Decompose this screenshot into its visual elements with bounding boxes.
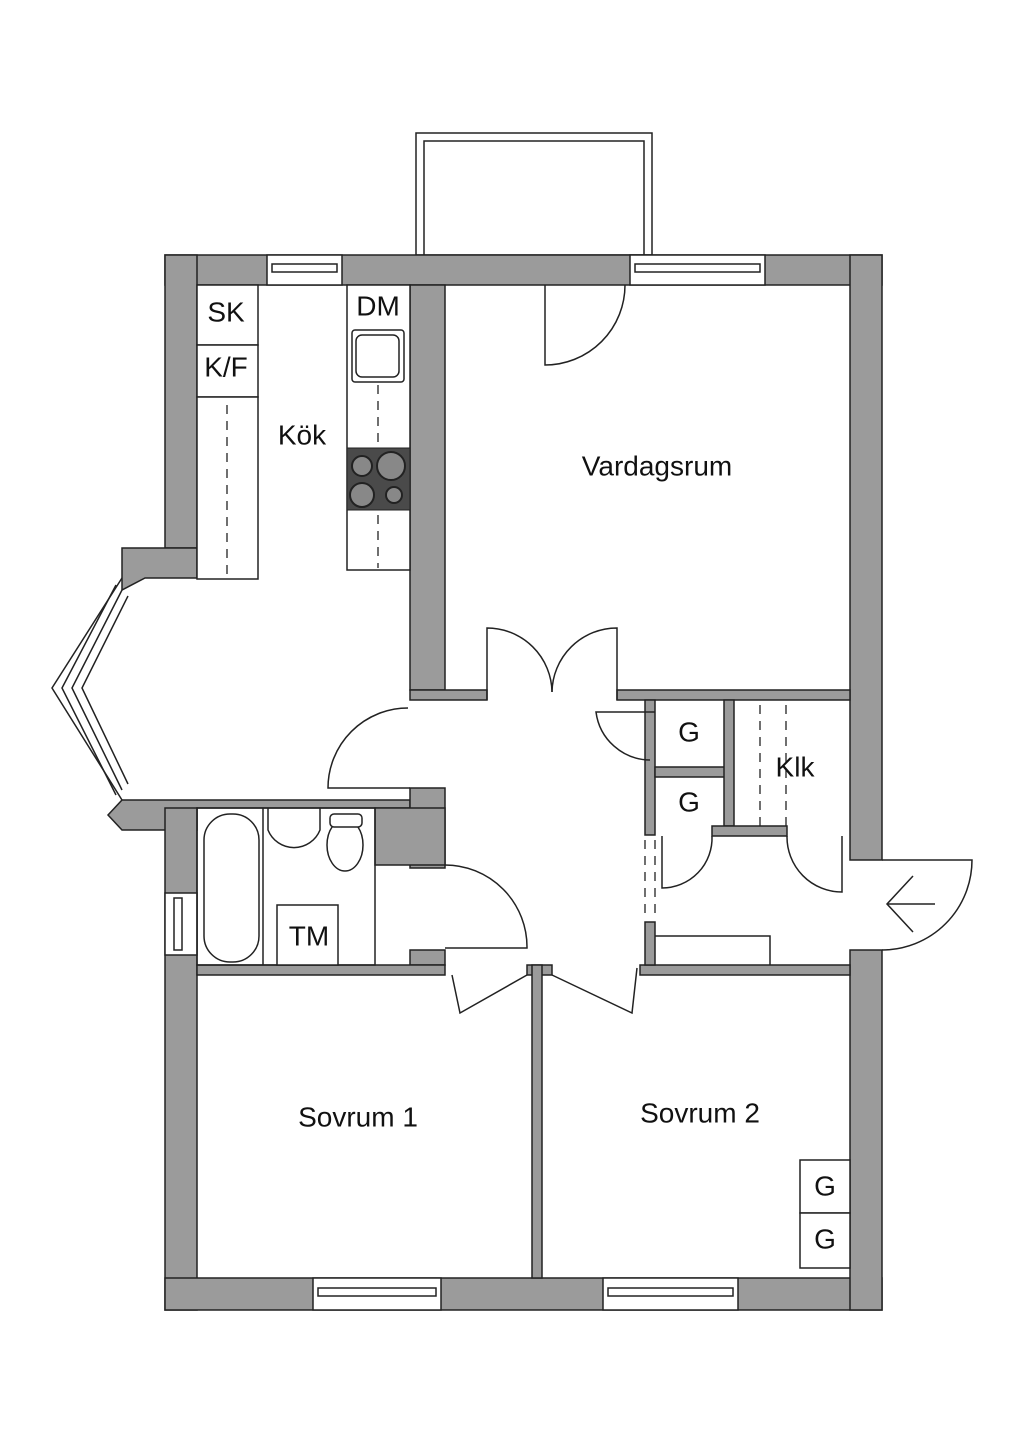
label-wardrobe-hall-2: G	[678, 786, 700, 817]
arrow-left-icon	[885, 875, 935, 933]
bathroom-fixtures	[196, 807, 376, 966]
label-wardrobe-hall-1: G	[678, 716, 700, 747]
storage	[655, 705, 851, 1269]
balcony	[415, 132, 653, 256]
room-bedroom-2: Sovrum 2	[640, 1097, 760, 1128]
label-washing-machine: TM	[289, 920, 329, 951]
kitchen-fixtures	[196, 284, 411, 580]
room-living-room: Vardagsrum	[582, 450, 732, 481]
label-fridge-freezer: K/F	[204, 351, 248, 382]
interior-walls	[196, 284, 851, 1279]
label-freezer: SK	[207, 296, 245, 327]
windows	[164, 254, 766, 1311]
room-walkin-closet: Klk	[776, 751, 816, 782]
label-wardrobe-bedroom-1: G	[814, 1170, 836, 1201]
label-wardrobe-bedroom-2: G	[814, 1223, 836, 1254]
bay-window	[51, 577, 129, 801]
room-kitchen: Kök	[278, 419, 327, 450]
label-dishwasher: DM	[356, 290, 400, 321]
doors	[327, 284, 973, 1015]
room-bedroom-1: Sovrum 1	[298, 1101, 418, 1132]
